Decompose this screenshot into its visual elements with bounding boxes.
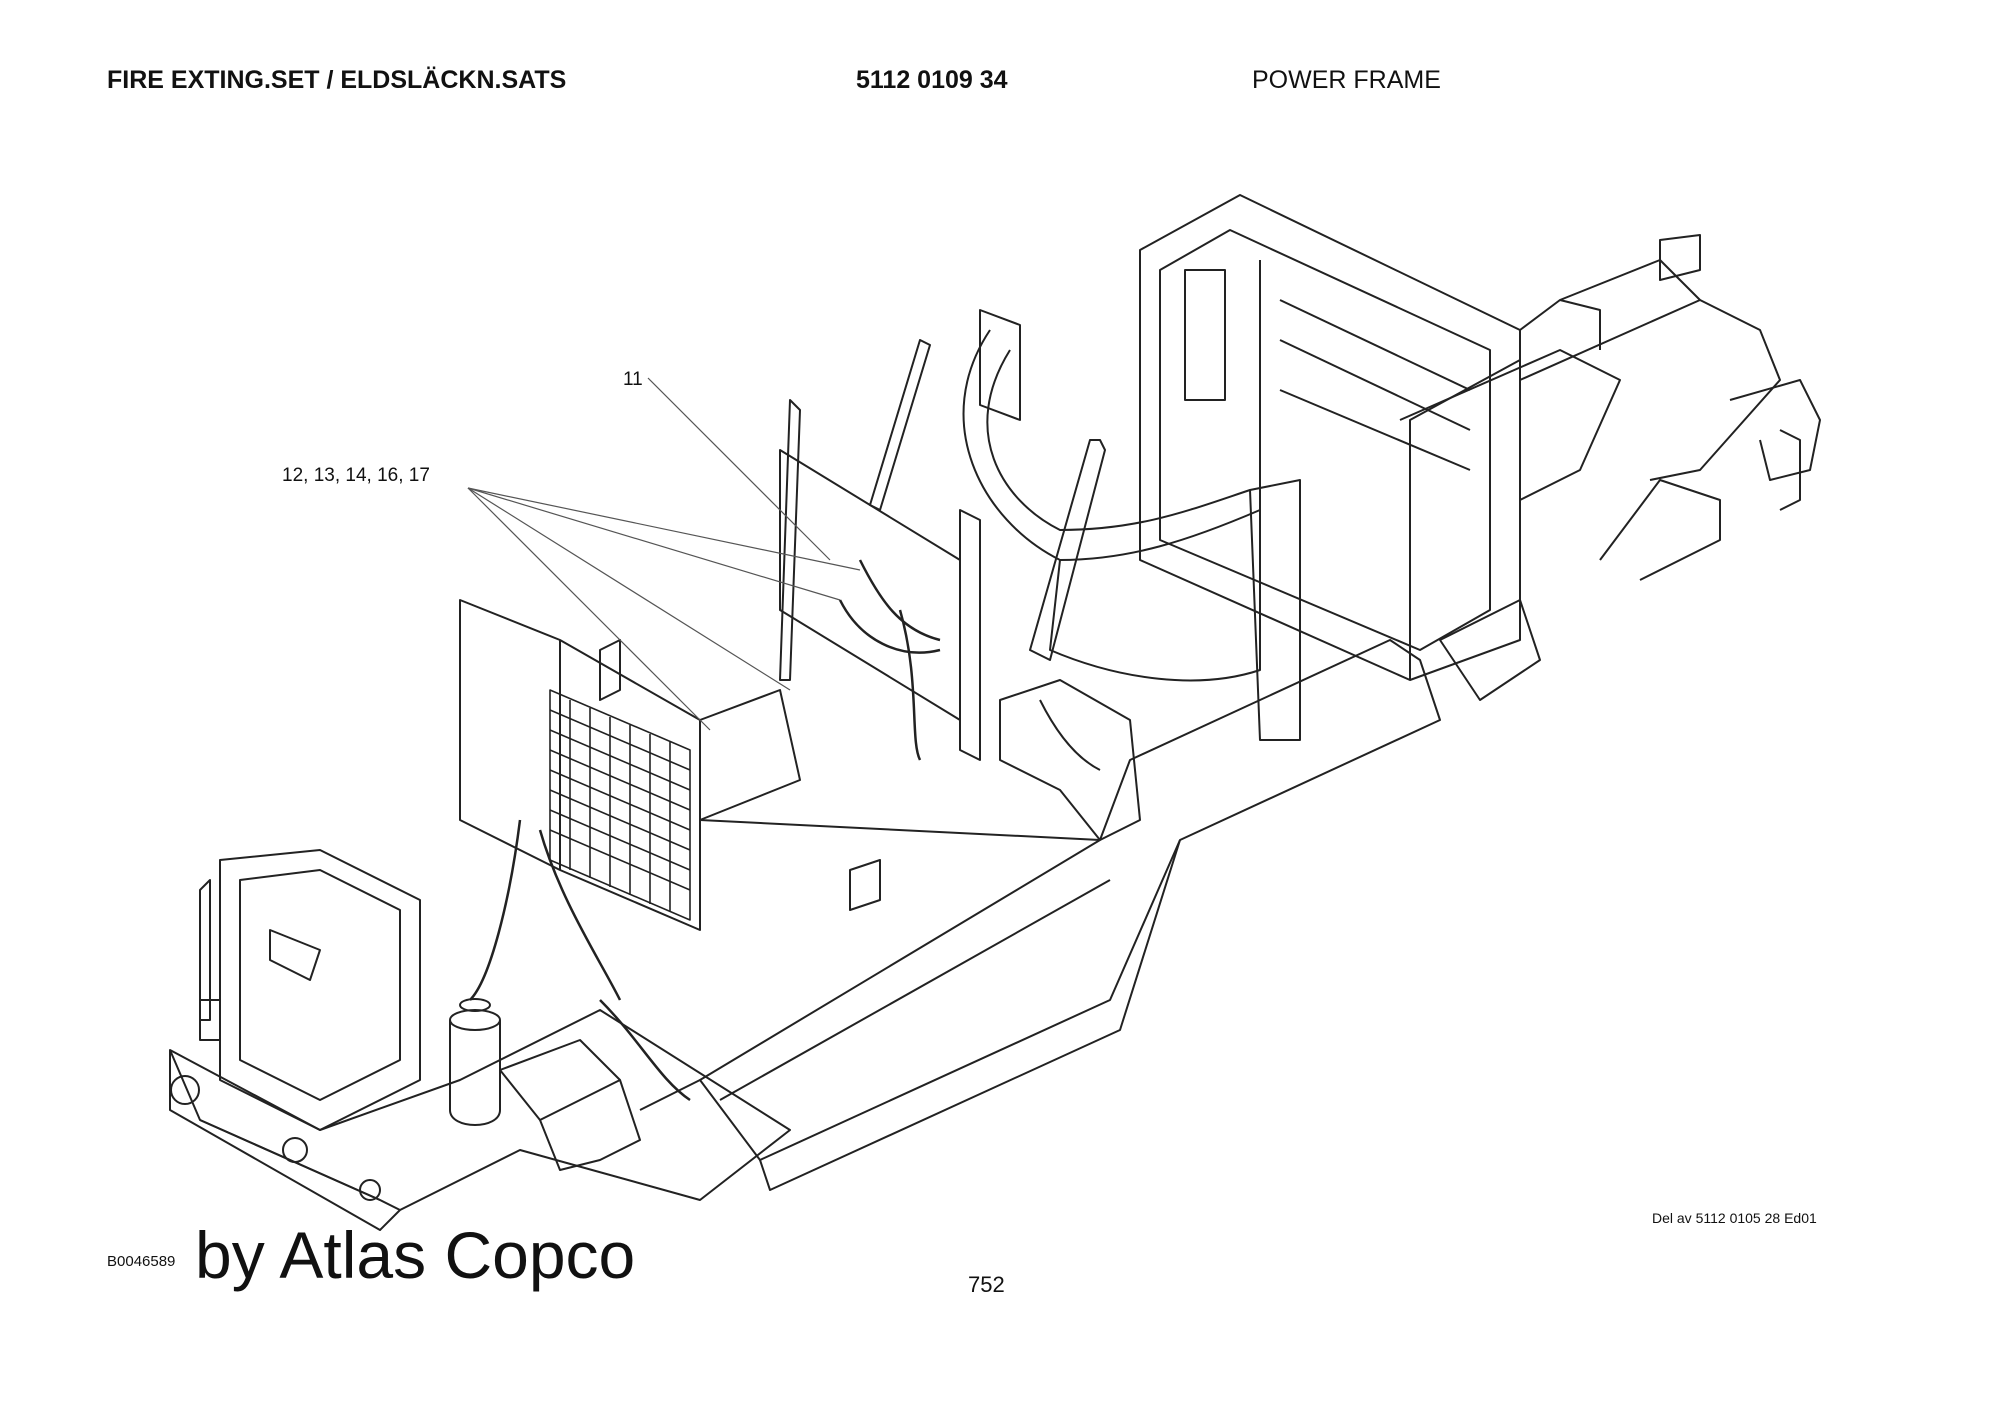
rear-frame-structure (1139, 194, 1821, 701)
document-title: FIRE EXTING.SET / ELDSLÄCKN.SATS (107, 66, 567, 94)
page-number: 752 (968, 1272, 1005, 1297)
middle-brackets (779, 309, 1141, 841)
main-frame-rails (639, 639, 1441, 1191)
image-id: B0046589 (107, 1253, 176, 1270)
extinguisher-cylinder (449, 998, 641, 1171)
atlas-copco-watermark: by Atlas Copco (195, 1218, 636, 1292)
part-number: 5112 0109 34 (856, 66, 1008, 94)
front-cross-member (459, 599, 1101, 931)
curved-guard (962, 329, 1301, 741)
section-name: POWER FRAME (1252, 66, 1441, 94)
callout-label-12-17: 12, 13, 14, 16, 17 (282, 465, 430, 486)
callout-leader-lines (467, 377, 861, 731)
grid-screen (549, 689, 691, 921)
reference-number: Del av 5112 0105 28 Ed01 (1652, 1210, 1817, 1226)
callout-label-11: 11 (623, 369, 643, 390)
front-end-frame (169, 849, 791, 1231)
hoses (469, 559, 941, 1102)
